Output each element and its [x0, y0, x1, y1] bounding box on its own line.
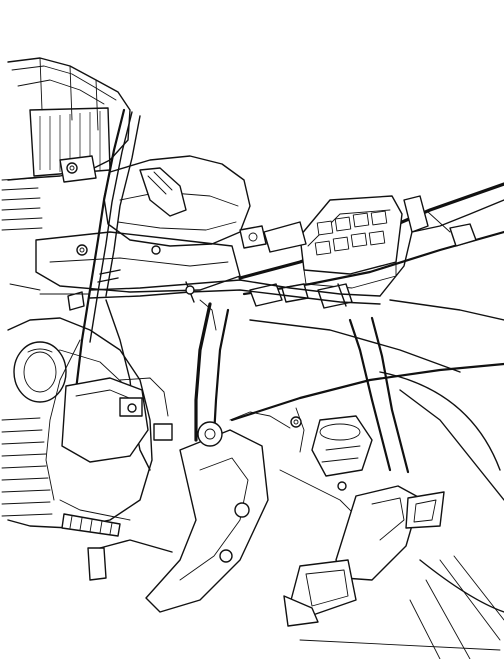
fuse-box — [299, 195, 403, 289]
side-stand-bracket — [283, 485, 445, 627]
bolts — [151, 245, 347, 491]
wiring-harness-main — [9, 108, 504, 521]
engine-block — [1, 57, 153, 529]
connector-center — [249, 283, 353, 309]
cooling-fins — [1, 177, 53, 517]
rear-wheel — [299, 371, 504, 659]
starter-relay — [61, 377, 173, 463]
connector-boot-top — [139, 167, 187, 217]
connector-right-top — [403, 195, 477, 247]
footpeg — [61, 513, 173, 581]
small-sensor — [239, 221, 307, 253]
shock-absorber — [311, 415, 373, 477]
footpeg-bracket — [145, 421, 269, 613]
